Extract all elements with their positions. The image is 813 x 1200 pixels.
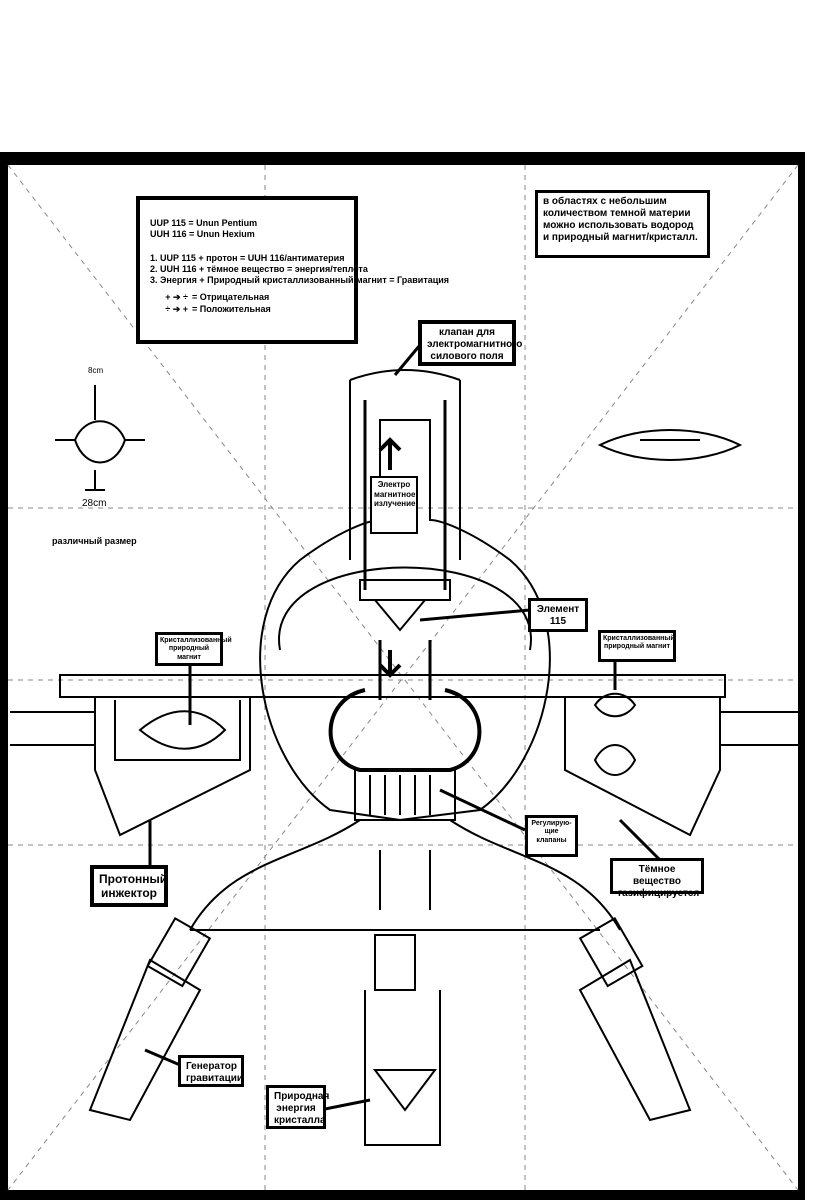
label-em-radiation: Электро магнитное излучение (370, 476, 418, 534)
legend-line-uuh: UUH 116 = Unun Hexium (150, 229, 255, 240)
label-various-size: различный размер (52, 536, 137, 546)
label-element-115: Элемент 115 (528, 598, 588, 632)
label-crystal-right: Кристаллизованный природный магнит (598, 630, 676, 662)
legend-step-2: 2. UUH 116 + тёмное вещество = энергия/т… (150, 263, 368, 274)
positive-label: = Положительная (192, 303, 271, 314)
label-natural-crystal-energy: Природная энергия кристалла (266, 1085, 329, 1129)
negative-symbol: + ➔ ÷ (165, 292, 188, 303)
label-regulating-valves: Регулирую-щие клапаны (525, 815, 578, 857)
label-pointers (144, 344, 662, 1112)
guide-lines (7, 164, 799, 1191)
dim-8cm: 8cm (88, 366, 104, 375)
label-valve-em: клапан для электромагнитного силового по… (418, 320, 522, 366)
negative-label: = Отрицательная (192, 292, 270, 303)
note-top-right: в областях с небольшим количеством темно… (535, 190, 710, 258)
label-gravity-generator: Генератор гравитации (178, 1055, 244, 1087)
label-proton-injector: Протонный инжектор (90, 865, 168, 907)
legend-line-uup: UUP 115 = Unun Pentium (150, 218, 258, 228)
legend-step-1: 1. UUP 115 + протон = UUH 116/антиматери… (150, 252, 345, 263)
positive-symbol: ÷ ➔ + (165, 303, 188, 314)
label-dark-matter: Тёмное вещество газифицируется (610, 858, 704, 899)
right-strip (805, 152, 813, 1200)
label-crystal-left: Кристаллизованный природный магнит (155, 632, 232, 666)
legend-step-3: 3. Энергия + Природный кристаллизованный… (150, 275, 450, 285)
legend-box: UUP 115 = Unun Pentium UUH 116 = Unun He… (136, 196, 450, 344)
dim-28cm: 28cm (82, 498, 107, 509)
